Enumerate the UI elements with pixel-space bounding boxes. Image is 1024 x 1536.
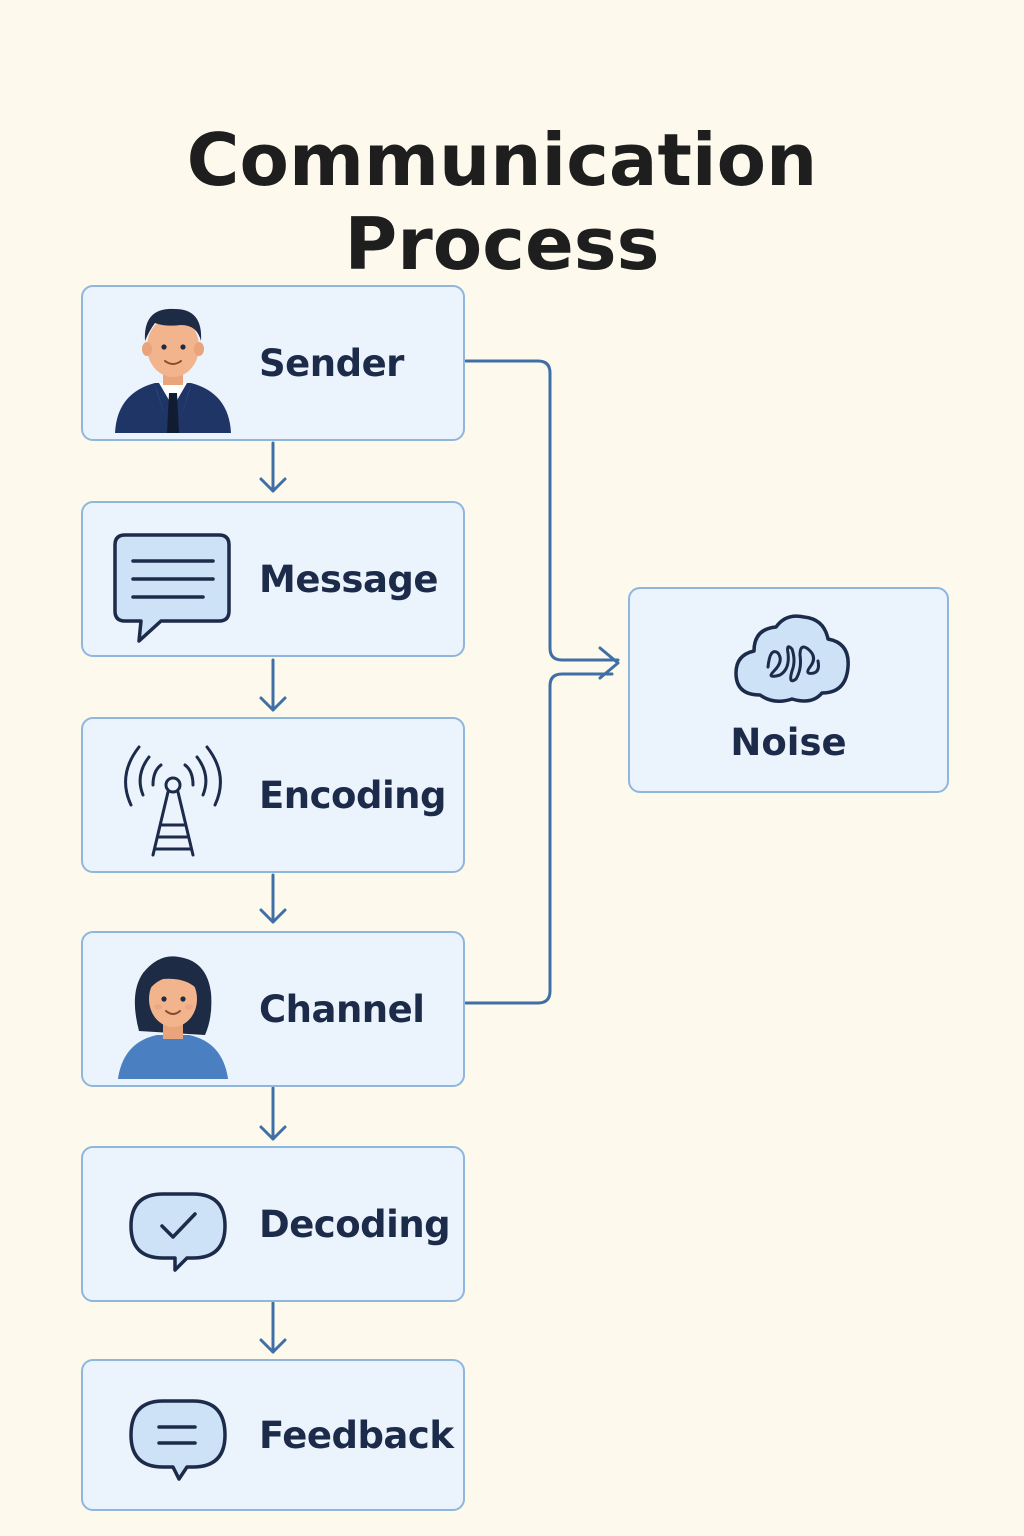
arrow-sender-to-noise xyxy=(464,359,620,662)
woman-avatar-icon xyxy=(103,943,243,1089)
step-label-channel: Channel xyxy=(259,987,425,1031)
arrow-sender-to-message xyxy=(259,441,287,493)
step-channel: Channel xyxy=(81,931,465,1089)
step-feedback: Feedback xyxy=(81,1359,465,1511)
checkmark-bubble-icon xyxy=(103,1158,243,1294)
antenna-tower-icon xyxy=(103,729,243,865)
step-decoding: Decoding xyxy=(81,1146,465,1302)
speech-bubble-lines-icon xyxy=(103,513,243,649)
step-label-decoding: Decoding xyxy=(259,1202,451,1246)
arrow-decoding-to-feedback xyxy=(259,1301,287,1354)
noise-arrowhead xyxy=(598,646,620,680)
step-sender: Sender xyxy=(81,285,465,441)
title-line-1: Communication xyxy=(186,118,818,203)
noise-label: Noise xyxy=(730,721,847,764)
step-encoding: Encoding xyxy=(81,717,465,873)
arrow-message-to-encoding xyxy=(259,658,287,712)
step-label-message: Message xyxy=(259,557,439,601)
title-line-2: Process xyxy=(344,202,660,287)
arrow-channel-to-decoding xyxy=(259,1086,287,1141)
equals-bubble-icon xyxy=(103,1371,243,1507)
step-label-feedback: Feedback xyxy=(259,1413,454,1457)
scribble-cloud-icon xyxy=(730,609,854,705)
page-title: Communication Process xyxy=(0,118,1004,286)
arrow-channel-to-noise xyxy=(464,672,614,1005)
arrow-encoding-to-channel xyxy=(259,873,287,924)
step-label-encoding: Encoding xyxy=(259,773,446,817)
noise-box: Noise xyxy=(628,587,949,793)
step-message: Message xyxy=(81,501,465,657)
man-avatar-icon xyxy=(103,297,243,433)
step-label-sender: Sender xyxy=(259,341,404,385)
